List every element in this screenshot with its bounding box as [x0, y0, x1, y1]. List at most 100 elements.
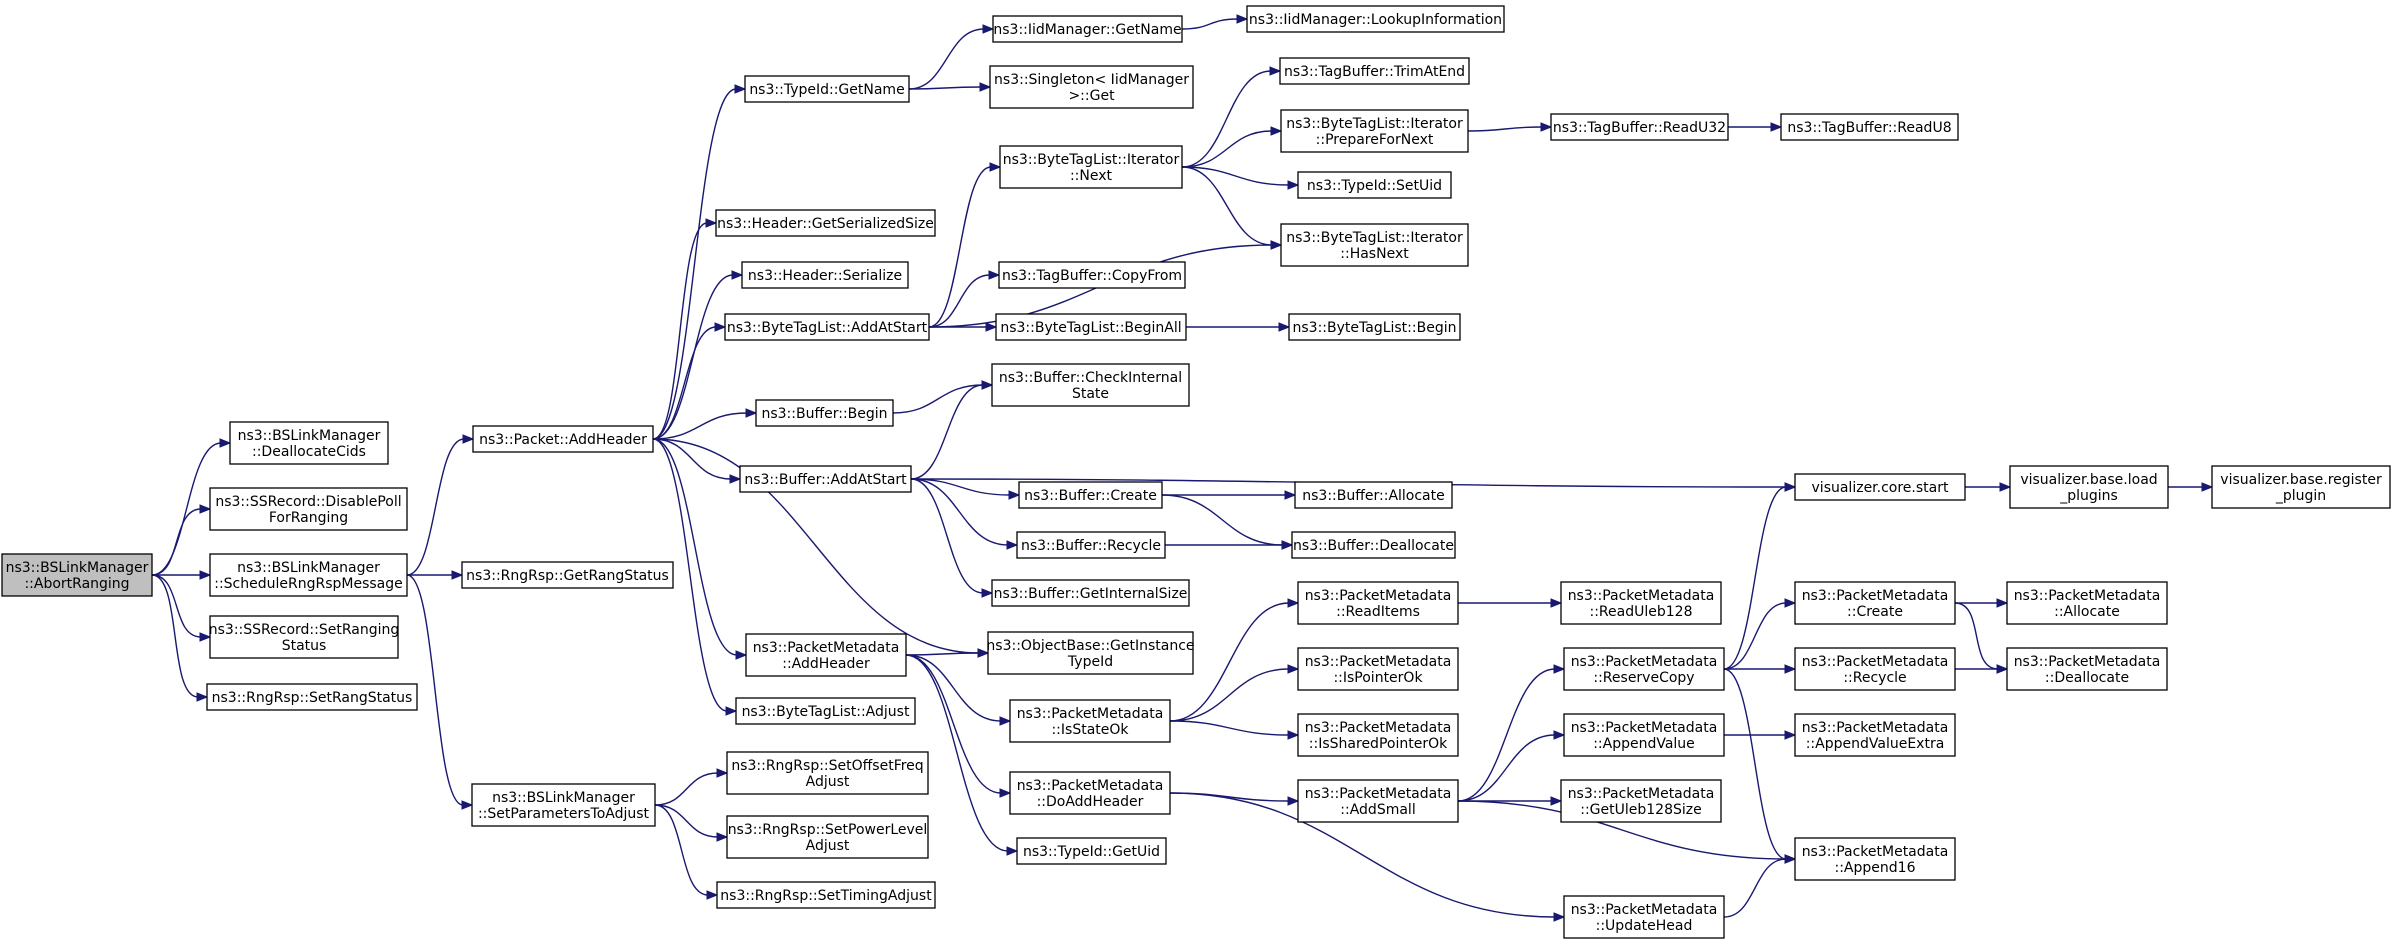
node-set-timing-adjust[interactable]: ns3::RngRsp::SetTimingAdjust — [716, 881, 936, 909]
node-label: ns3::Packet::AddHeader — [479, 432, 647, 448]
node-viz-register-plugin[interactable]: visualizer.base.register_plugin — [2211, 465, 2391, 509]
node-get-rang-status[interactable]: ns3::RngRsp::GetRangStatus — [461, 561, 674, 589]
node-tb-read-u32[interactable]: ns3::TagBuffer::ReadU32 — [1550, 113, 1729, 141]
node-buffer-add-at-start[interactable]: ns3::Buffer::AddAtStart — [739, 465, 912, 493]
edge-pm-is-state-ok-to-pm-read-items — [1169, 598, 1300, 722]
node-tb-copy-from[interactable]: ns3::TagBuffer::CopyFrom — [998, 261, 1186, 289]
node-pm-read-uleb128[interactable]: ns3::PacketMetadata::ReadUleb128 — [1560, 581, 1722, 625]
edge-schedule-rng-rsp-to-packet-add-header — [406, 434, 475, 576]
node-box — [209, 553, 408, 597]
edge-pm-reserve-copy-to-pm-create — [1723, 598, 1797, 670]
node-btl-iter-prepare[interactable]: ns3::ByteTagList::Iterator::PrepareForNe… — [1280, 109, 1469, 153]
node-buf-create[interactable]: ns3::Buffer::Create — [1018, 481, 1163, 509]
arrowhead-icon — [1287, 180, 1300, 190]
node-box — [724, 313, 930, 341]
node-pm-recycle[interactable]: ns3::PacketMetadata::Recycle — [1794, 647, 1956, 691]
node-box — [1297, 779, 1459, 823]
node-label: ns3::TypeId::GetName — [749, 82, 904, 98]
node-set-rang-status[interactable]: ns3::RngRsp::SetRangStatus — [206, 683, 418, 711]
node-deallocate-cids[interactable]: ns3::BSLinkManager::DeallocateCids — [229, 421, 389, 465]
edge-schedule-rng-rsp-to-get-rang-status — [407, 570, 464, 580]
node-buffer-begin[interactable]: ns3::Buffer::Begin — [755, 399, 894, 427]
node-schedule-rng-rsp[interactable]: ns3::BSLinkManager::ScheduleRngRspMessag… — [209, 553, 408, 597]
edge-line — [1161, 494, 1284, 546]
arrowhead-icon — [1996, 598, 2009, 608]
node-type-id-get-name[interactable]: ns3::TypeId::GetName — [744, 75, 910, 103]
node-buf-get-internal-size[interactable]: ns3::Buffer::GetInternalSize — [991, 579, 1190, 607]
node-pm-add-header[interactable]: ns3::PacketMetadata::AddHeader — [745, 633, 907, 677]
node-buf-recycle[interactable]: ns3::Buffer::Recycle — [1016, 531, 1166, 559]
node-type-id-get-uid[interactable]: ns3::TypeId::GetUid — [1016, 837, 1167, 865]
node-label: ns3::ByteTagList::Iterator — [1286, 116, 1463, 132]
node-box — [1297, 647, 1459, 691]
node-buf-deallocate[interactable]: ns3::Buffer::Deallocate — [1291, 531, 1456, 559]
node-btl-adjust[interactable]: ns3::ByteTagList::Adjust — [735, 697, 916, 725]
node-box — [1563, 713, 1725, 757]
arrowhead-icon — [989, 162, 1002, 172]
node-label: ns3::PacketMetadata — [1802, 720, 1949, 736]
node-tb-read-u8[interactable]: ns3::TagBuffer::ReadU8 — [1780, 113, 1959, 141]
edge-line — [910, 478, 1011, 496]
node-tb-trim-at-end[interactable]: ns3::TagBuffer::TrimAtEnd — [1279, 57, 1470, 85]
node-btl-add-at-start[interactable]: ns3::ByteTagList::AddAtStart — [724, 313, 930, 341]
node-box — [741, 261, 909, 289]
edge-btl-add-at-start-to-btl-iter-next — [928, 162, 1002, 328]
node-label: ns3::ByteTagList::AddAtStart — [727, 320, 928, 336]
node-box — [1018, 481, 1163, 509]
node-label: ns3::Buffer::Allocate — [1302, 488, 1445, 504]
edge-pm-do-add-header-to-pm-update-head — [1169, 792, 1566, 922]
node-pm-reserve-copy[interactable]: ns3::PacketMetadata::ReserveCopy — [1563, 647, 1725, 691]
node-btl-begin[interactable]: ns3::ByteTagList::Begin — [1288, 313, 1461, 341]
node-set-params-to-adjust[interactable]: ns3::BSLinkManager::SetParametersToAdjus… — [471, 783, 656, 827]
edge-line — [151, 574, 199, 698]
node-header-get-ser-size[interactable]: ns3::Header::GetSerializedSize — [715, 209, 936, 237]
node-header-serialize[interactable]: ns3::Header::Serialize — [741, 261, 909, 289]
node-buf-allocate[interactable]: ns3::Buffer::Allocate — [1294, 481, 1453, 509]
node-packet-add-header[interactable]: ns3::Packet::AddHeader — [472, 425, 654, 453]
node-iid-get-name[interactable]: ns3::IidManager::GetName — [992, 15, 1183, 43]
edge-line — [652, 438, 738, 656]
node-pm-deallocate[interactable]: ns3::PacketMetadata::Deallocate — [2006, 647, 2168, 691]
node-abort-ranging[interactable]: ns3::BSLinkManager::AbortRanging — [1, 553, 153, 597]
node-box — [1297, 713, 1459, 757]
edge-pm-add-header-to-type-id-get-uid — [905, 654, 1019, 856]
edge-set-params-to-adjust-to-set-offset-freq — [654, 768, 729, 806]
node-btl-iter-has-next[interactable]: ns3::ByteTagList::Iterator::HasNext — [1280, 223, 1469, 267]
node-btl-iter-next[interactable]: ns3::ByteTagList::Iterator::Next — [999, 145, 1183, 189]
node-label: ns3::ByteTagList::Adjust — [742, 704, 910, 720]
node-pm-create[interactable]: ns3::PacketMetadata::Create — [1794, 581, 1956, 625]
node-singleton-get[interactable]: ns3::Singleton< IidManager>::Get — [989, 65, 1194, 109]
node-pm-get-uleb128-size[interactable]: ns3::PacketMetadata::GetUleb128Size — [1560, 779, 1722, 823]
node-pm-is-pointer-ok[interactable]: ns3::PacketMetadata::IsPointerOk — [1297, 647, 1459, 691]
node-pm-is-state-ok[interactable]: ns3::PacketMetadata::IsStateOk — [1009, 699, 1171, 743]
node-pm-append-value[interactable]: ns3::PacketMetadata::AppendValue — [1563, 713, 1725, 757]
edge-line — [905, 654, 1009, 852]
node-type-id-set-uid[interactable]: ns3::TypeId::SetUid — [1297, 171, 1452, 199]
node-iid-lookup[interactable]: ns3::IidManager::LookupInformation — [1246, 5, 1505, 33]
node-pm-append16[interactable]: ns3::PacketMetadata::Append16 — [1794, 837, 1956, 881]
node-pm-allocate[interactable]: ns3::PacketMetadata::Allocate — [2006, 581, 2168, 625]
node-viz-load-plugins[interactable]: visualizer.base.load_plugins — [2009, 465, 2169, 509]
node-pm-update-head[interactable]: ns3::PacketMetadata::UpdateHead — [1563, 895, 1725, 939]
edge-packet-add-header-to-header-serialize — [652, 270, 744, 440]
node-pm-is-shared-pointer-ok[interactable]: ns3::PacketMetadata::IsSharedPointerOk — [1297, 713, 1459, 757]
node-box — [726, 815, 929, 859]
node-pm-read-items[interactable]: ns3::PacketMetadata::ReadItems — [1297, 581, 1459, 625]
node-label: ns3::PacketMetadata — [1305, 786, 1452, 802]
node-box — [461, 561, 674, 589]
node-pm-add-small[interactable]: ns3::PacketMetadata::AddSmall — [1297, 779, 1459, 823]
node-pm-do-add-header[interactable]: ns3::PacketMetadata::DoAddHeader — [1009, 771, 1171, 815]
edge-pm-add-header-to-pm-do-add-header — [905, 654, 1012, 798]
node-btl-begin-all[interactable]: ns3::ByteTagList::BeginAll — [995, 313, 1187, 341]
node-pm-append-value-extra[interactable]: ns3::PacketMetadata::AppendValueExtra — [1794, 713, 1956, 757]
edge-line — [1457, 668, 1556, 802]
node-box — [987, 631, 1194, 675]
node-viz-core-start[interactable]: visualizer.core.start — [1794, 473, 1966, 501]
arrowhead-icon — [735, 650, 748, 660]
